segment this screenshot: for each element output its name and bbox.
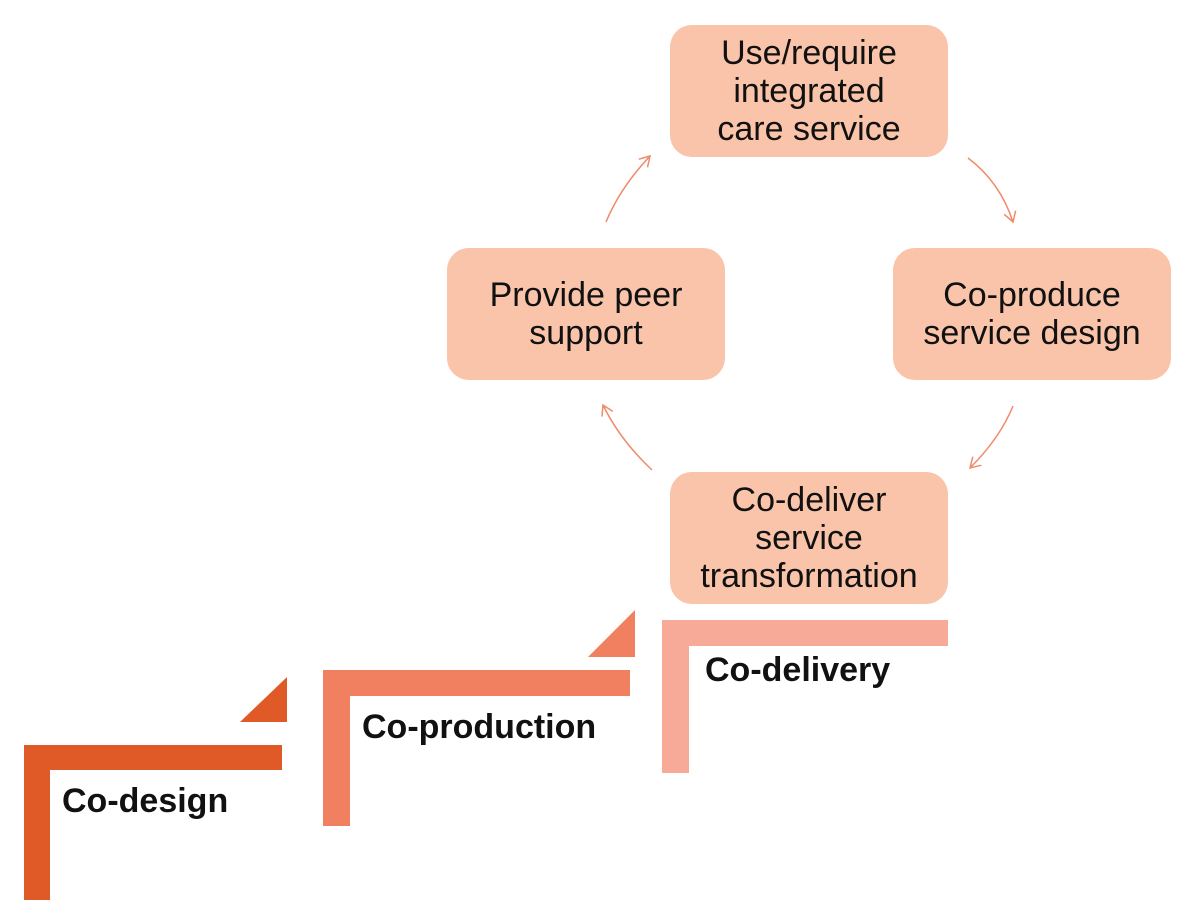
step-co-delivery-side [662, 620, 689, 773]
step-co-design-label: Co-design [62, 782, 229, 820]
step-co-design-top [24, 745, 282, 770]
node-codeliver-transformation: Co-deliver service transformation [670, 472, 948, 604]
node-coproduce-service-design: Co-produce service design [893, 248, 1171, 380]
step-co-design-arrowhead [240, 677, 287, 722]
node-provide-peer-support: Provide peer support [447, 248, 725, 380]
arrow-codeliver-to-peer [601, 403, 653, 471]
step-co-production-top [323, 670, 630, 696]
step-co-delivery-top [662, 620, 948, 646]
step-co-production-label: Co-production [362, 708, 597, 746]
arrow-coproduce-to-codeliver [968, 405, 1014, 470]
node-use-integrated-care: Use/require integrated care service [670, 25, 948, 157]
arrow-peer-to-use [605, 154, 651, 223]
step-co-production-arrowhead [588, 610, 635, 657]
step-co-design-side [24, 745, 50, 900]
step-co-production-side [323, 670, 350, 826]
arrow-use-to-coproduce [967, 157, 1017, 224]
step-co-delivery-label: Co-delivery [705, 651, 891, 689]
